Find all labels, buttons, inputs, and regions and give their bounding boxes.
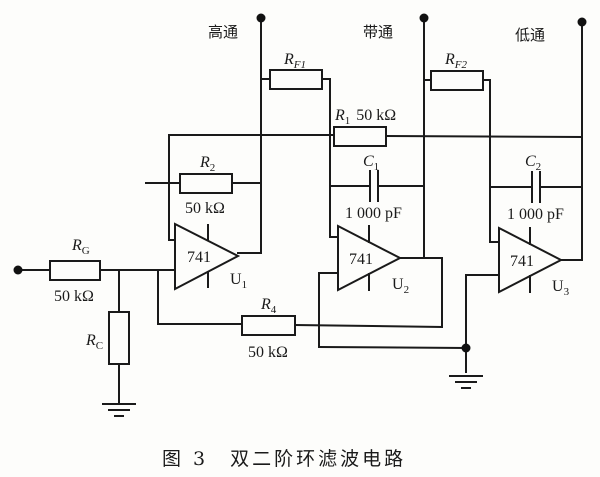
lowpass-label: 低通	[515, 26, 545, 44]
figure-caption: 图 3 双二阶环滤波电路	[162, 448, 406, 470]
input-terminal	[13, 265, 23, 275]
resistor-rf1	[269, 69, 323, 90]
opamp-u2	[337, 224, 403, 292]
resistor-r1	[333, 126, 387, 147]
r2-label: R2	[199, 154, 215, 174]
resistor-rg	[49, 260, 101, 281]
opamp-u3	[498, 226, 564, 294]
ground-icon	[102, 403, 136, 417]
junctions	[13, 13, 587, 353]
u3-part: 741	[510, 253, 534, 270]
u2-part: 741	[349, 251, 373, 268]
c1-label: C1	[363, 153, 379, 173]
capacitor-c1	[369, 170, 379, 202]
ground-icon	[449, 375, 483, 389]
resistor-rc	[108, 311, 130, 365]
rc-label: RC	[85, 332, 103, 352]
r2-value: 50 kΩ	[185, 200, 225, 217]
rg-value: 50 kΩ	[54, 288, 94, 305]
rf2-label: RF2	[444, 51, 468, 71]
u1-label: U1	[230, 271, 247, 291]
resistor-r4	[241, 315, 296, 336]
rg-label: RG	[71, 237, 90, 257]
wires	[17, 17, 584, 405]
bandpass-label: 带通	[363, 23, 393, 41]
capacitor-c2	[531, 171, 541, 203]
c1-value: 1 000 pF	[345, 205, 402, 222]
u2-label: U2	[392, 276, 409, 296]
u1-part: 741	[187, 249, 211, 266]
r4-value: 50 kΩ	[248, 344, 288, 361]
c2-value: 1 000 pF	[507, 206, 564, 223]
rf1-label: RF1	[283, 51, 306, 71]
highpass-label: 高通	[208, 23, 238, 41]
ground-junction	[461, 343, 471, 353]
lowpass-terminal	[577, 17, 587, 27]
u3-label: U3	[552, 278, 570, 298]
highpass-terminal	[256, 13, 266, 23]
bandpass-terminal	[419, 13, 429, 23]
resistor-rf2	[430, 70, 484, 91]
opamp-u1	[174, 222, 241, 291]
c2-label: C2	[525, 153, 541, 173]
r4-label: R4	[260, 296, 277, 316]
resistor-r2	[179, 173, 233, 194]
